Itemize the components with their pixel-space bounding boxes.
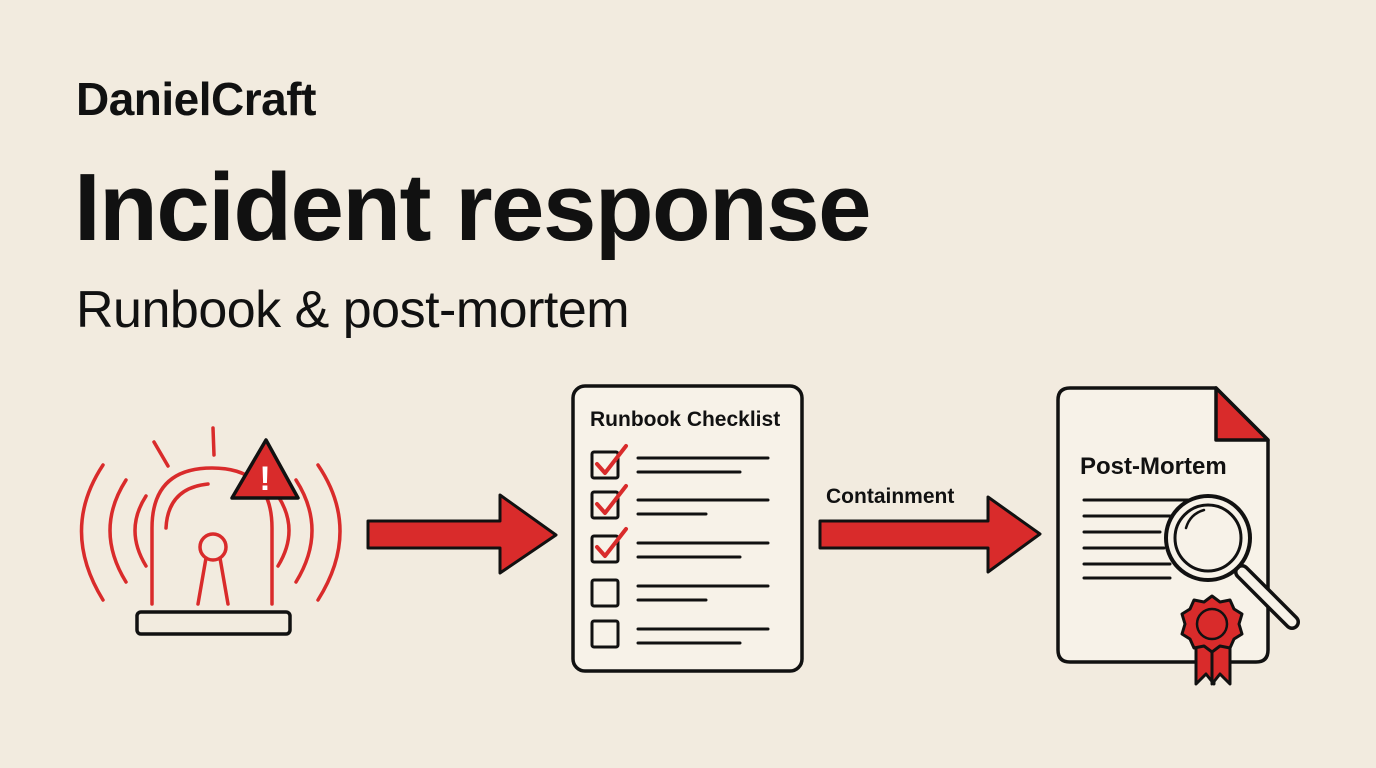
- warning-symbol: !: [259, 460, 270, 498]
- magnifier-icon: [1164, 494, 1300, 630]
- page-title: Incident response: [74, 154, 872, 261]
- report-title: Post-Mortem: [1080, 453, 1227, 480]
- arrow-right-icon: [818, 495, 1042, 574]
- edge-label-containment: Containment: [826, 485, 954, 508]
- checklist-icon: Runbook Checklist: [571, 384, 804, 673]
- page-subtitle: Runbook & post-mortem: [76, 281, 630, 339]
- checklist-title: Runbook Checklist: [590, 408, 780, 431]
- document-icon: Post-Mortem: [1056, 386, 1270, 664]
- siren-icon: [79, 426, 342, 606]
- warning-triangle-icon: !: [230, 438, 300, 500]
- arrow-right-icon: [366, 493, 558, 575]
- siren-base: [135, 610, 292, 636]
- brand-name: DanielCraft: [76, 73, 316, 125]
- ribbon-seal-icon: [1180, 594, 1244, 686]
